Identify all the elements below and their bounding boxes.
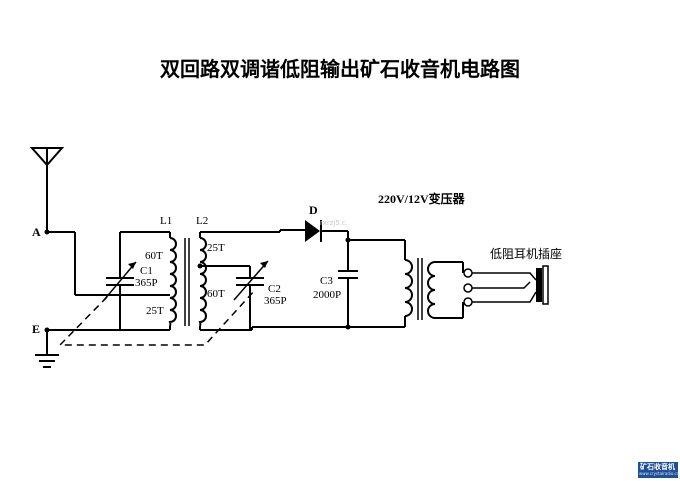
transformer-primary bbox=[404, 259, 413, 317]
l1-top-turns: 60T bbox=[145, 250, 163, 262]
diode-label: D bbox=[309, 203, 318, 217]
ground-symbol bbox=[35, 330, 59, 368]
diode-symbol bbox=[305, 220, 322, 242]
c1-value: 365P bbox=[135, 277, 158, 289]
l1-bottom-turns: 25T bbox=[146, 305, 164, 317]
c2-name: C2 bbox=[268, 283, 281, 295]
c2-value: 365P bbox=[264, 295, 287, 307]
c1-capacitor bbox=[103, 261, 137, 301]
l2-label: L2 bbox=[196, 215, 208, 227]
logo-url: www.crystalradio.cn bbox=[639, 471, 680, 476]
antenna-symbol bbox=[29, 147, 65, 232]
l2-top-turns: 25T bbox=[207, 242, 225, 254]
l2-coil bbox=[198, 237, 207, 327]
l1-coil bbox=[168, 237, 177, 327]
gang-link bbox=[58, 289, 256, 346]
c1-name: C1 bbox=[140, 265, 153, 277]
c3-name: C3 bbox=[320, 275, 333, 287]
site-logo: 矿石收音机 www.crystalradio.cn bbox=[638, 462, 680, 478]
l2-bottom-turns: 60T bbox=[207, 288, 225, 300]
l2-tap-dot bbox=[197, 263, 203, 269]
logo-name: 矿石收音机 bbox=[640, 463, 675, 471]
earth-label: E bbox=[32, 322, 40, 336]
c3-capacitor bbox=[338, 270, 358, 279]
c2-capacitor bbox=[233, 260, 269, 301]
jack-label: 低阻耳机插座 bbox=[490, 246, 562, 261]
l1-label: L1 bbox=[160, 215, 172, 227]
c3-value: 2000P bbox=[313, 289, 341, 301]
watermark: rxrzj5.c. bbox=[320, 219, 349, 227]
transformer-label: 220V/12V变压器 bbox=[378, 191, 466, 206]
transformer-secondary bbox=[427, 261, 436, 319]
diagram-title: 双回路双调谐低阻输出矿石收音机电路图 bbox=[160, 57, 520, 81]
headphone-jack bbox=[463, 265, 549, 307]
antenna-label: A bbox=[32, 225, 41, 239]
